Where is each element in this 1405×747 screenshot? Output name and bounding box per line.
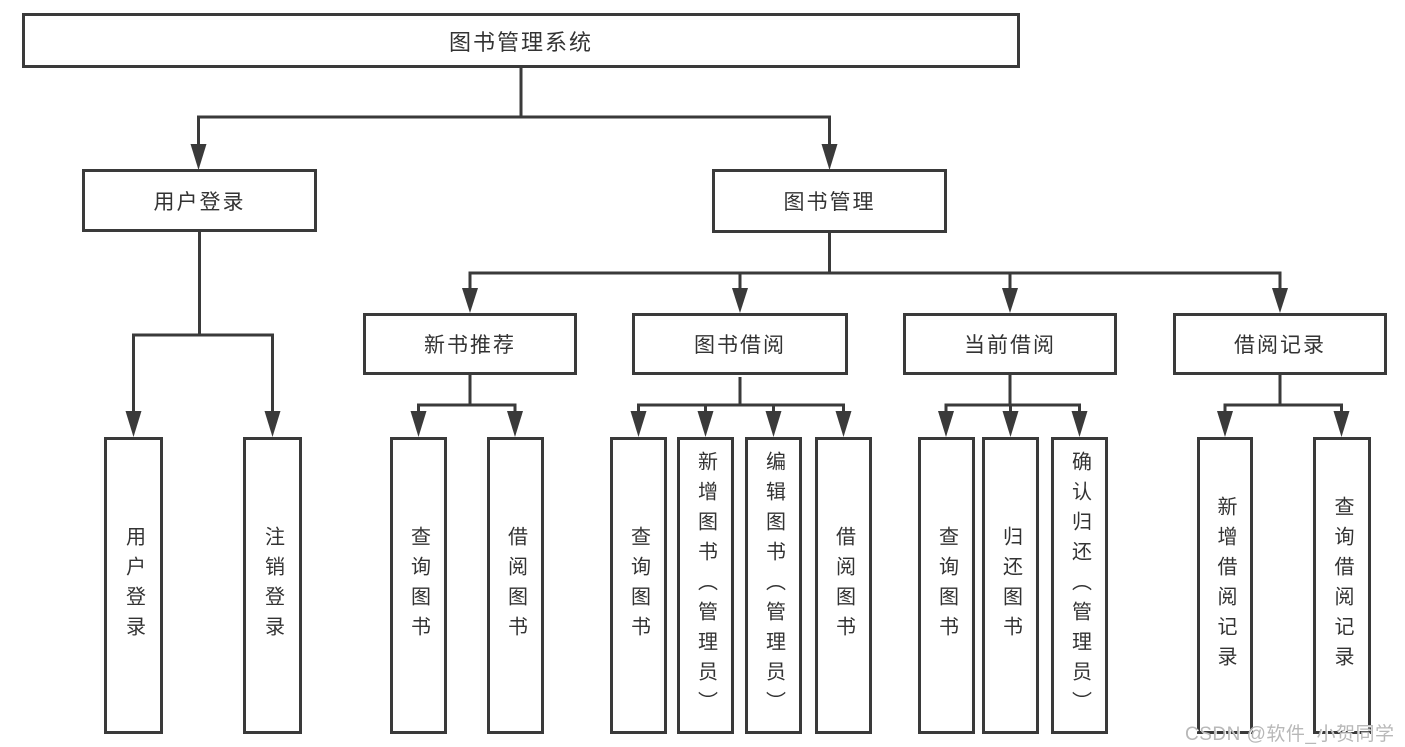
leaf-borrow-books: 借阅图书 <box>487 437 544 734</box>
leaf-edit-books-admin: 编辑图书（管理员） <box>745 437 802 734</box>
leaf-logout-login: 注销登录 <box>243 437 302 734</box>
arrowhead-icon <box>835 411 852 437</box>
leaf-add-borrow-record: 新增借阅记录 <box>1197 437 1253 734</box>
leaf-borrow-books-2: 借阅图书 <box>815 437 872 734</box>
node-book-management: 图书管理 <box>712 169 947 233</box>
leaf-add-books-admin: 新增图书（管理员） <box>677 437 734 734</box>
connector-path <box>132 68 1343 413</box>
leaf-user-login: 用户登录 <box>104 437 163 734</box>
arrowhead-icon <box>1217 411 1233 437</box>
leaf-query-books-3: 查询图书 <box>918 437 975 734</box>
arrowhead-icon <box>507 411 523 437</box>
node-new-book-recommendation: 新书推荐 <box>363 313 577 375</box>
leaf-query-books: 查询图书 <box>390 437 447 734</box>
arrowhead-icon <box>1333 411 1350 437</box>
leaf-query-borrow-record: 查询借阅记录 <box>1313 437 1371 734</box>
arrowhead-icon <box>1272 288 1288 313</box>
node-current-borrowing: 当前借阅 <box>903 313 1117 375</box>
leaf-return-books: 归还图书 <box>982 437 1039 734</box>
node-user-login: 用户登录 <box>82 169 317 232</box>
node-borrowing-records: 借阅记录 <box>1173 313 1387 375</box>
node-library-system: 图书管理系统 <box>22 13 1020 68</box>
arrowhead-icon <box>264 411 281 437</box>
arrowhead-icon <box>190 144 207 170</box>
arrowhead-icon <box>1071 411 1088 437</box>
arrowhead-icon <box>125 411 142 437</box>
arrowhead-icon <box>821 144 838 170</box>
arrowhead-icon <box>697 411 714 437</box>
arrowhead-icon <box>1002 288 1018 313</box>
arrowhead-icon <box>462 288 478 313</box>
watermark: CSDN @软件_小贺同学 <box>1185 724 1395 745</box>
arrowhead-icon <box>938 411 954 437</box>
arrowhead-icon <box>410 411 427 437</box>
leaf-confirm-return-admin: 确认归还（管理员） <box>1051 437 1108 734</box>
arrowhead-icon <box>765 411 782 437</box>
arrowhead-icon <box>732 288 748 313</box>
arrowhead-icon <box>1002 411 1019 437</box>
arrowhead-icon <box>630 411 647 437</box>
node-book-borrowing: 图书借阅 <box>632 313 848 375</box>
leaf-query-books-2: 查询图书 <box>610 437 667 734</box>
